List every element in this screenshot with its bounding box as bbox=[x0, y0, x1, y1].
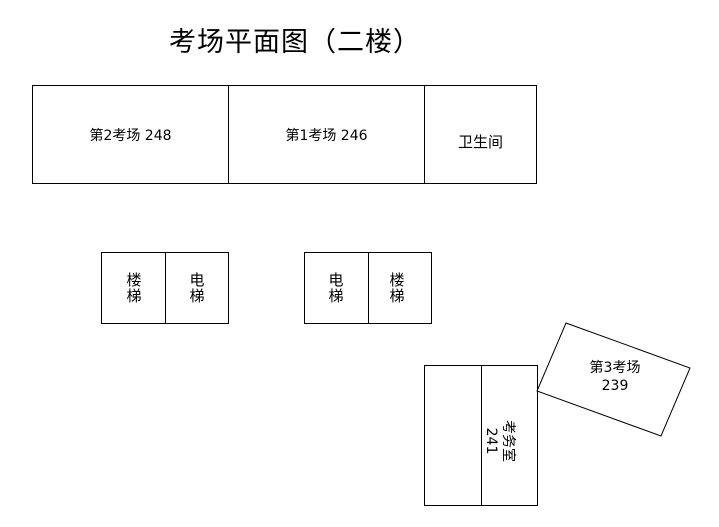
exam-room-1-label: 第1考场 246 bbox=[285, 127, 368, 144]
elevator-right-label: 电 梯 bbox=[328, 271, 344, 305]
elevator-left-label: 电 梯 bbox=[189, 271, 205, 305]
stairs-left-label: 楼 梯 bbox=[126, 271, 142, 305]
restroom: 卫生间 bbox=[424, 85, 537, 184]
elevator-right bbox=[304, 252, 369, 324]
stairs-right bbox=[368, 252, 432, 324]
exam-room-3-number: 239 bbox=[601, 378, 629, 394]
stairs-right-label: 楼 梯 bbox=[389, 271, 405, 305]
restroom-label: 卫生间 bbox=[457, 133, 503, 151]
exam-office bbox=[481, 365, 538, 506]
exam-room-3-label: 第3考场 239 bbox=[575, 359, 655, 395]
floor-plan-title: 考场平面图（二楼） bbox=[169, 27, 421, 58]
exam-office-annex bbox=[424, 365, 482, 506]
exam-room-3-name: 第3考场 bbox=[589, 360, 641, 376]
elevator-left bbox=[165, 252, 229, 324]
exam-room-2-label: 第2考场 248 bbox=[89, 127, 172, 144]
exam-room-2: 第2考场 248 bbox=[32, 85, 229, 184]
